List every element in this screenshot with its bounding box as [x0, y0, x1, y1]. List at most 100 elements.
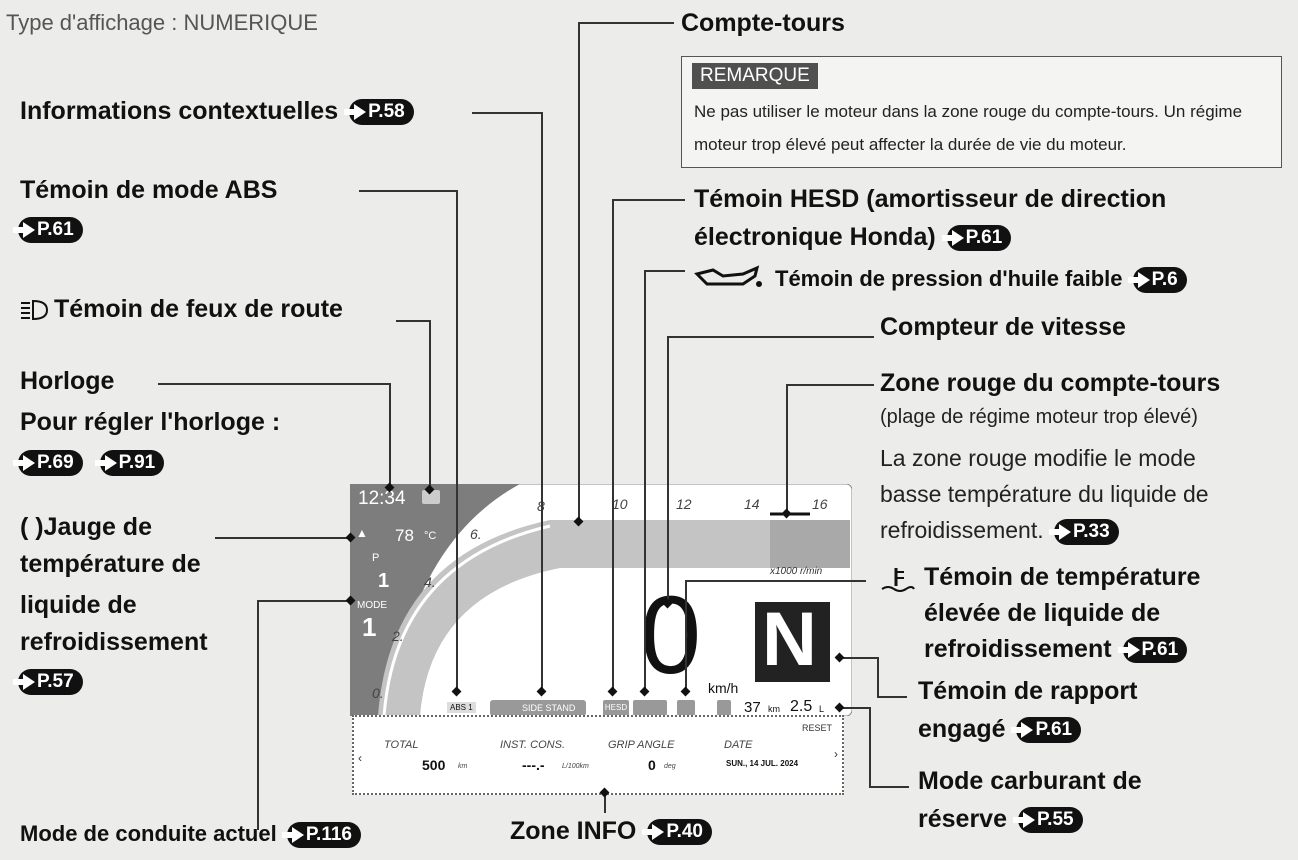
side-stand-label: SIDE STAND	[522, 703, 576, 713]
label-info-text: Zone INFO	[510, 817, 637, 845]
label-carburant-1: Mode carburant de	[918, 767, 1142, 795]
side-stand-badge: SIDE STAND	[490, 700, 586, 716]
ref-hesd[interactable]: P.61	[941, 225, 1012, 252]
info-zone: RESET ‹ › TOTAL 500 km INST. CONS. ---.-…	[352, 715, 844, 795]
ref-jauge-text: P.57	[37, 671, 74, 693]
ref-carburant-text: P.55	[1036, 809, 1074, 831]
ref-info-contextuelles-text: P.58	[368, 101, 405, 123]
ref-regler-2[interactable]: P.91	[94, 450, 165, 477]
rpm-tick-6: 6.	[470, 526, 482, 542]
arrow-right-icon	[94, 455, 117, 472]
label-temp-2: élevée de liquide de	[924, 599, 1161, 627]
clock-display: 12:34	[358, 488, 406, 509]
reserve-fuel: 2.5	[790, 698, 813, 715]
label-temp-3: refroidissement P.61	[924, 632, 1188, 666]
label-info-contextuelles-text: Informations contextuelles	[20, 97, 339, 125]
ref-info-text: P.40	[666, 821, 703, 843]
ref-mode[interactable]: P.116	[281, 822, 361, 849]
arrow-right-icon	[642, 824, 665, 841]
info-label-grip: GRIP ANGLE	[608, 739, 675, 751]
label-zone-rouge-sub: (plage de régime moteur trop élevé)	[880, 406, 1198, 428]
ref-regler-2-text: P.91	[118, 452, 156, 474]
reserve-km: 37	[744, 699, 761, 716]
info-label-date: DATE	[724, 739, 753, 751]
label-zone-rouge-t3: refroidissement. P.33	[880, 512, 1119, 548]
label-hesd-2: électronique Honda) P.61	[694, 220, 1012, 254]
label-horloge: Horloge	[20, 367, 115, 395]
ref-huile-text: P.6	[1151, 269, 1178, 291]
dashboard-screen	[349, 483, 853, 717]
label-temp-1: Témoin de température	[924, 563, 1201, 591]
ref-rapport[interactable]: P.61	[1011, 717, 1082, 744]
arrow-right-icon	[13, 674, 35, 691]
label-jauge-1: ( )Jauge de	[20, 510, 152, 544]
info-prev-icon[interactable]: ‹	[358, 751, 362, 765]
label-temp-3-text: refroidissement	[924, 635, 1112, 663]
remark-text: Ne pas utiliser le moteur dans la zone r…	[694, 102, 1243, 154]
rpm-tick-4: 4.	[424, 574, 436, 590]
speed-unit: km/h	[708, 680, 739, 696]
ref-regler-wrap: P.69 P.91	[13, 445, 165, 479]
arrow-right-icon	[1011, 722, 1034, 739]
ref-huile[interactable]: P.6	[1127, 267, 1187, 294]
info-label-cons: INST. CONS.	[500, 739, 565, 751]
ref-zone-rouge[interactable]: P.33	[1049, 518, 1119, 545]
mode-label: MODE	[357, 600, 387, 611]
high-beam-icon	[20, 298, 49, 322]
arrow-right-icon	[941, 230, 964, 247]
ref-abs-text: P.61	[37, 219, 74, 241]
arrow-right-icon	[344, 104, 367, 121]
arrow-right-icon	[13, 455, 35, 472]
ref-carburant[interactable]: P.55	[1012, 807, 1083, 834]
rpm-tick-8: 8	[537, 498, 545, 514]
coolant-temp-icon	[876, 566, 916, 594]
thermometer-icon: ▲	[356, 526, 368, 540]
rpm-tick-14: 14	[744, 496, 760, 512]
remark-title: REMARQUE	[692, 63, 818, 89]
info-value-grip: 0	[648, 757, 656, 773]
label-huile-text: Témoin de pression d'huile faible	[775, 266, 1123, 291]
rpm-tick-16: 16	[812, 496, 828, 512]
rpm-tick-12: 12	[676, 496, 692, 512]
ref-temp-text: P.61	[1141, 639, 1179, 661]
label-regler: Pour régler l'horloge :	[20, 408, 281, 436]
label-rapport-2: engagé P.61	[918, 712, 1082, 746]
label-mode: Mode de conduite actuel P.116	[20, 817, 361, 851]
ref-regler-1-text: P.69	[37, 452, 74, 474]
gear-indicator: N	[762, 597, 817, 682]
fuel-pump-icon	[717, 700, 731, 716]
p-value: 1	[378, 570, 390, 592]
label-zone-rouge-t1: La zone rouge modifie le mode	[880, 445, 1196, 471]
display-type-title: Type d'affichage : NUMERIQUE	[6, 10, 318, 35]
ref-mode-text: P.116	[305, 824, 352, 846]
info-next-icon[interactable]: ›	[834, 747, 838, 761]
reserve-km-unit: km	[768, 704, 780, 714]
label-info-contextuelles: Informations contextuelles P.58	[20, 94, 414, 128]
ref-info[interactable]: P.40	[642, 819, 712, 846]
oil-pressure-icon	[633, 700, 667, 716]
speed-value: 0	[640, 574, 702, 697]
ref-jauge[interactable]: P.57	[13, 669, 83, 696]
arrow-right-icon	[1012, 812, 1035, 829]
info-label-total: TOTAL	[384, 739, 419, 751]
ref-jauge-wrap: P.57	[13, 664, 83, 698]
remark-box: REMARQUE Ne pas utiliser le moteur dans …	[681, 56, 1282, 168]
mode-value: 1	[362, 612, 377, 642]
ref-info-contextuelles[interactable]: P.58	[344, 99, 414, 126]
ref-hesd-text: P.61	[965, 227, 1003, 249]
label-rapport-2-text: engagé	[918, 715, 1006, 743]
ref-zone-rouge-text: P.33	[1073, 520, 1110, 542]
high-beam-indicator-icon	[422, 490, 440, 504]
arrow-right-icon	[13, 222, 35, 239]
reset-label[interactable]: RESET	[802, 723, 833, 733]
label-jauge-prefix: ( )	[20, 513, 44, 541]
label-jauge-4: refroidissement	[20, 628, 208, 656]
ref-abs[interactable]: P.61	[13, 217, 83, 244]
label-mode-text: Mode de conduite actuel	[20, 821, 277, 846]
label-info: Zone INFO P.40	[510, 814, 712, 848]
ref-temp[interactable]: P.61	[1117, 637, 1188, 664]
reserve-fuel-unit: L	[819, 704, 825, 714]
arrow-right-icon	[281, 827, 304, 844]
coolant-temp-unit: °C	[424, 530, 437, 542]
ref-regler-1[interactable]: P.69	[13, 450, 83, 477]
